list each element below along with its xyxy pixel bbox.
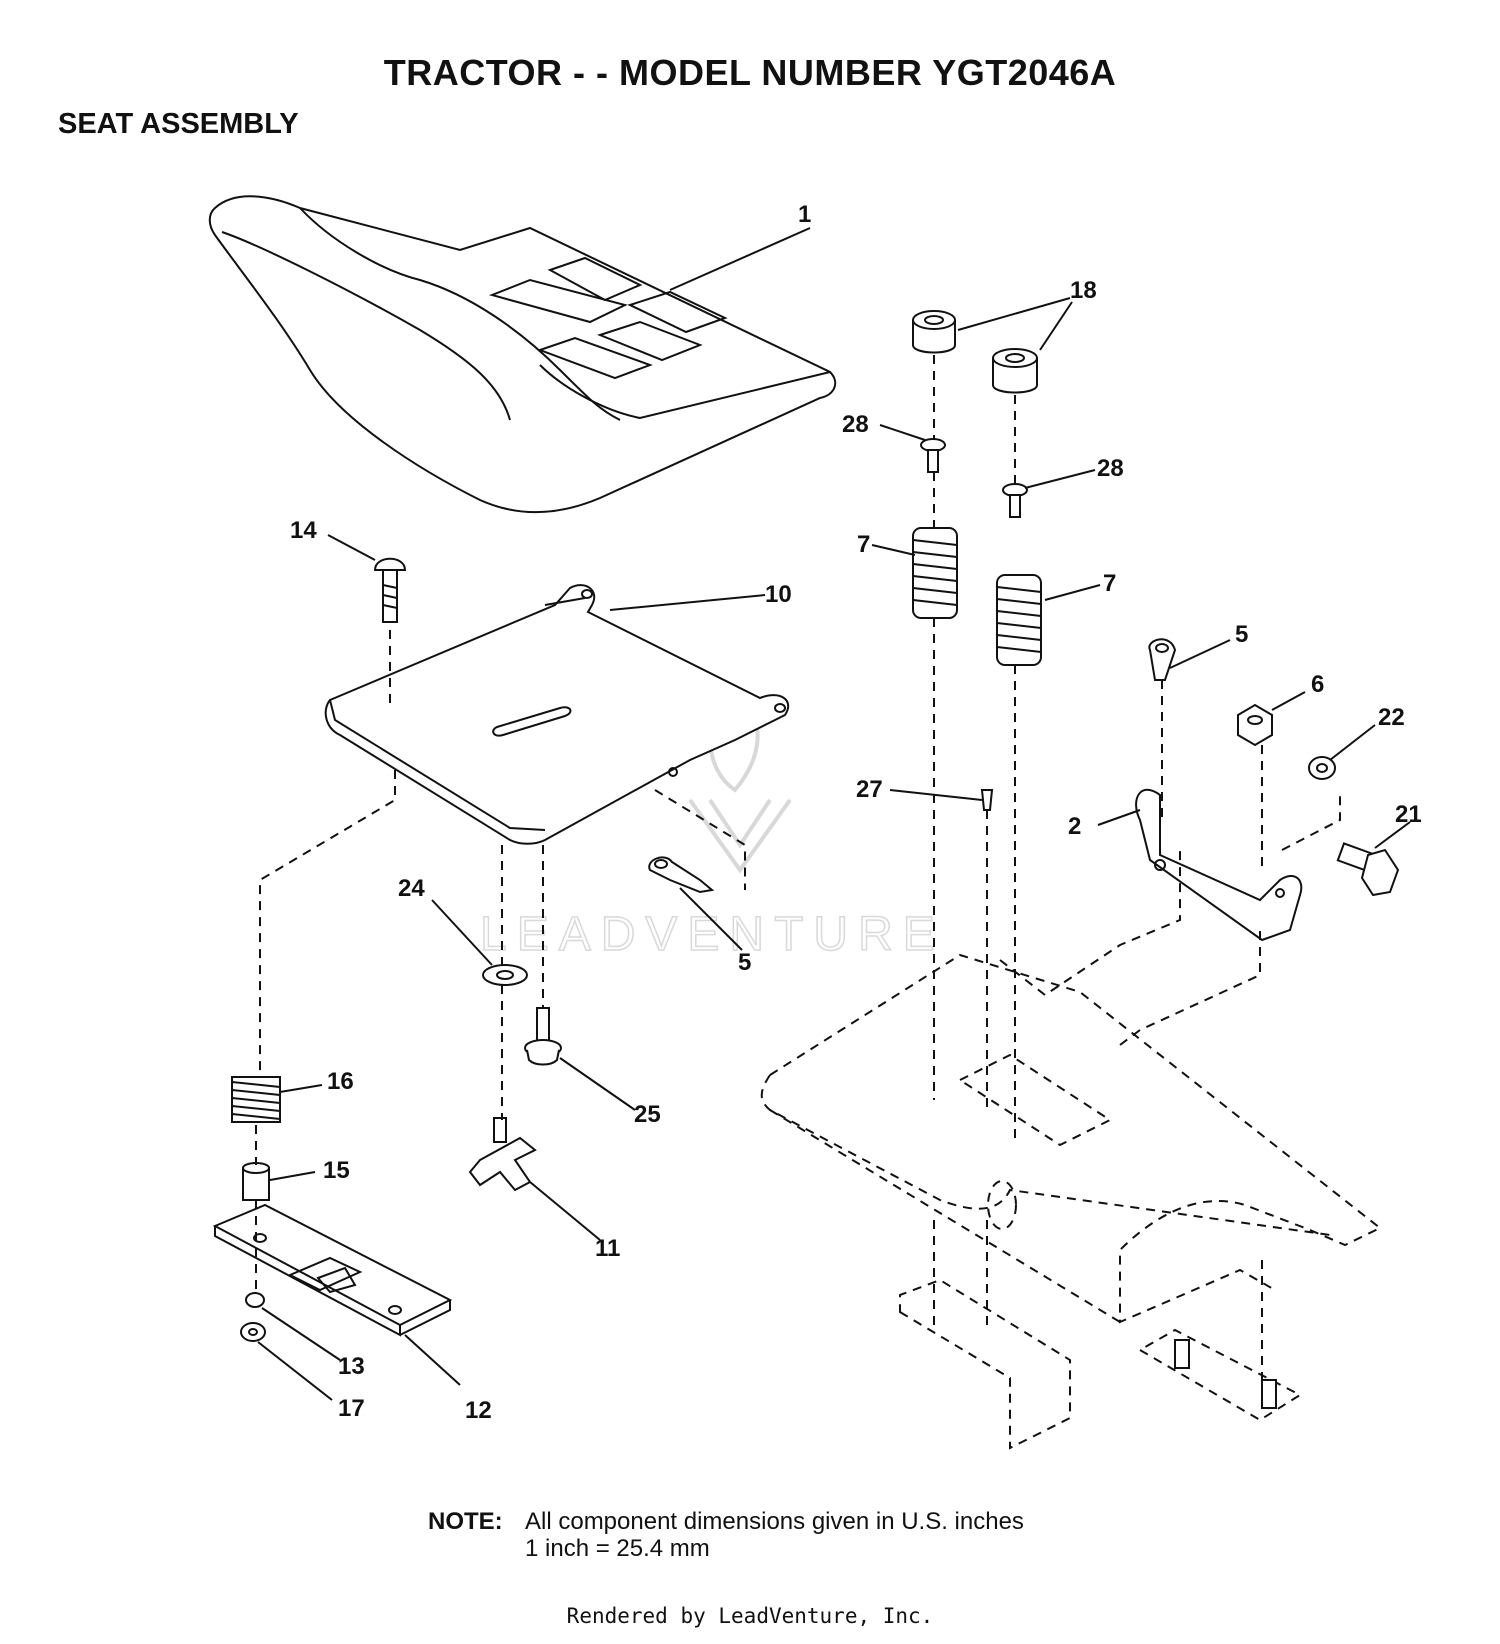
callout-24: 24 xyxy=(398,875,425,902)
bushing-right-part xyxy=(992,348,1038,394)
callout-22: 22 xyxy=(1378,704,1405,731)
callout-25: 25 xyxy=(634,1101,661,1128)
frame-outline xyxy=(760,845,1382,1450)
callout-14: 14 xyxy=(290,517,317,544)
callout-12: 12 xyxy=(465,1397,492,1424)
seat-pan-part xyxy=(324,584,790,845)
callout-7-left: 7 xyxy=(857,531,870,558)
callout-27: 27 xyxy=(856,776,883,803)
page-title: TRACTOR - - MODEL NUMBER YGT2046A xyxy=(383,52,1117,93)
footer-credit: Rendered by LeadVenture, Inc. xyxy=(566,1604,934,1628)
leader-lines xyxy=(257,227,1411,1401)
callout-13: 13 xyxy=(338,1353,365,1380)
carriage-bolt-part xyxy=(373,557,407,623)
bolt-28-right-part xyxy=(1002,483,1028,518)
callout-11: 11 xyxy=(595,1235,620,1262)
callout-18: 18 xyxy=(1070,277,1097,304)
spring-left-part xyxy=(912,527,958,619)
note-line-2: 1 inch = 25.4 mm xyxy=(525,1535,710,1562)
assembly-guide-lines xyxy=(255,355,1341,1380)
watermark-text: LEADVENTURE xyxy=(480,908,945,961)
callout-5-center: 5 xyxy=(738,949,751,976)
callout-15: 15 xyxy=(323,1157,350,1184)
callout-7-right: 7 xyxy=(1103,570,1116,597)
note-label: NOTE: xyxy=(428,1508,503,1535)
note-line-1: All component dimensions given in U.S. i… xyxy=(525,1508,1024,1535)
nut-part xyxy=(240,1292,266,1342)
callout-17: 17 xyxy=(338,1395,365,1422)
callout-2: 2 xyxy=(1068,813,1081,840)
bushing-left-part xyxy=(912,310,956,354)
callout-21: 21 xyxy=(1395,801,1422,828)
spring-right-part xyxy=(996,574,1042,666)
clip-part xyxy=(648,856,715,894)
knob-part xyxy=(468,1117,537,1192)
callout-28-left: 28 xyxy=(842,411,869,438)
mounting-bracket-part xyxy=(1135,788,1303,942)
seat-part xyxy=(208,195,837,514)
callout-1: 1 xyxy=(798,201,811,228)
spring-small-part xyxy=(231,1076,281,1123)
section-title: SEAT ASSEMBLY xyxy=(58,108,299,140)
callout-10: 10 xyxy=(765,581,792,608)
callout-5-right: 5 xyxy=(1235,621,1248,648)
hex-bolt-part xyxy=(1336,842,1400,897)
shoulder-bolt-part xyxy=(524,1007,562,1066)
clip-right-part xyxy=(1148,638,1177,681)
callout-6: 6 xyxy=(1311,671,1324,698)
callout-28-right: 28 xyxy=(1097,455,1124,482)
callout-16: 16 xyxy=(327,1068,354,1095)
callout-numbers: 1 18 28 28 14 10 7 7 5 6 22 27 2 21 24 5… xyxy=(290,201,1422,1424)
spacer-part xyxy=(242,1162,270,1201)
dimension-note: NOTE: All component dimensions given in U… xyxy=(428,1508,1024,1562)
seat-bracket-part xyxy=(212,1203,453,1337)
pin-part xyxy=(980,789,994,811)
flat-washer-part xyxy=(482,964,528,986)
frame-studs xyxy=(1174,1339,1277,1409)
lock-nut-part xyxy=(1308,756,1336,780)
bolt-28-left-part xyxy=(920,438,946,473)
hex-nut-part xyxy=(1237,703,1273,747)
